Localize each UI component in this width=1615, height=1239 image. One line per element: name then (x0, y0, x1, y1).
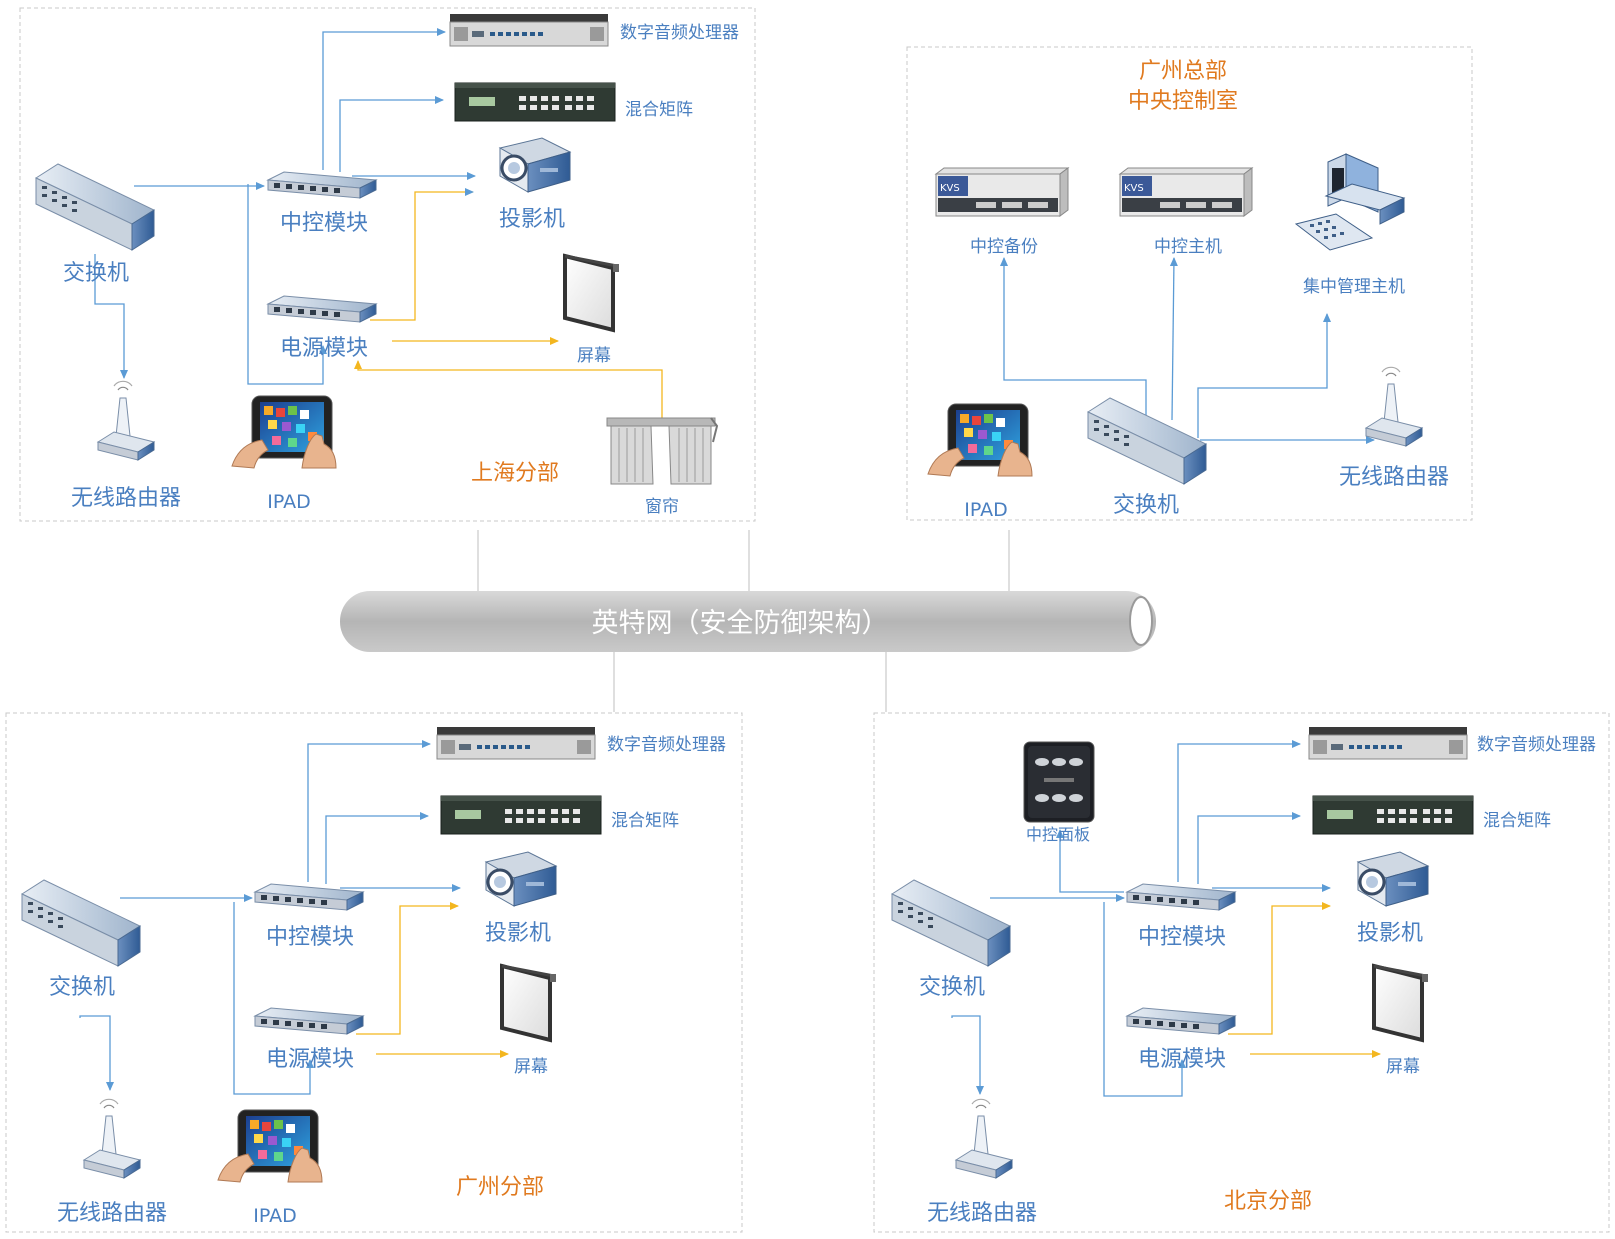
beijing-projector-icon (1356, 850, 1430, 908)
guangzhou-power-module-label: 电源模块 (266, 1047, 354, 1072)
guangzhou-projector-label: 投影机 (485, 921, 551, 946)
shanghai-router-icon (97, 380, 155, 461)
beijing-branch-panel (873, 712, 1610, 1233)
guangzhou-router-label: 无线路由器 (57, 1201, 167, 1226)
hq-title-line1: 广州总部 (1139, 59, 1227, 84)
shanghai-projector-icon (498, 136, 572, 194)
shanghai-router-label: 无线路由器 (71, 486, 181, 511)
guangzhou-matrix-label: 混合矩阵 (611, 811, 679, 831)
shanghai-branch-title: 上海分部 (471, 461, 559, 486)
beijing-switch-icon (891, 879, 1011, 967)
beijing-control-panel-icon (1023, 741, 1095, 823)
hq-host-label: 中控主机 (1154, 237, 1222, 257)
hq-kvs-brand-2: KVS (1124, 183, 1144, 194)
hq-ipad-label: IPAD (964, 499, 1007, 521)
guangzhou-screen-label: 屏幕 (514, 1057, 548, 1077)
beijing-router-label: 无线路由器 (927, 1201, 1037, 1226)
guangzhou-screen-icon (500, 964, 558, 1042)
shanghai-screen-icon (563, 254, 621, 332)
shanghai-dsp-label: 数字音频处理器 (620, 23, 739, 43)
shanghai-branch-panel (19, 7, 756, 522)
shanghai-curtain-icon (606, 417, 718, 485)
shanghai-matrix-icon (454, 82, 616, 122)
guangzhou-links (79, 740, 509, 1095)
hq-kvs-brand-1: KVS (940, 183, 960, 194)
hq-router-label: 无线路由器 (1339, 465, 1449, 490)
hq-title-line2: 中央控制室 (1128, 89, 1238, 114)
shanghai-curtain-label: 窗帘 (645, 497, 679, 517)
hq-router-icon (1365, 366, 1423, 447)
beijing-switch-label: 交换机 (919, 975, 985, 1000)
hq-mgmt-pc-icon (1295, 153, 1405, 251)
backbone-connectors (477, 530, 1010, 712)
guangzhou-router-icon (83, 1098, 141, 1179)
guangzhou-ipad-icon (217, 1109, 323, 1183)
hq-ipad-icon (927, 403, 1033, 477)
guangzhou-switch-label: 交换机 (49, 975, 115, 1000)
guangzhou-power-module-icon (254, 1007, 364, 1035)
beijing-screen-label: 屏幕 (1386, 1057, 1420, 1077)
beijing-links (951, 740, 1381, 1097)
beijing-dsp-icon (1308, 726, 1468, 760)
shanghai-ipad-label: IPAD (267, 491, 310, 513)
beijing-router-icon (955, 1098, 1013, 1179)
beijing-dsp-label: 数字音频处理器 (1477, 735, 1596, 755)
beijing-matrix-label: 混合矩阵 (1483, 811, 1551, 831)
guangzhou-dsp-icon (436, 726, 596, 760)
guangzhou-branch-title: 广州分部 (456, 1175, 544, 1200)
shanghai-projector-label: 投影机 (499, 207, 565, 232)
internet-backbone-pipe: 英特网（安全防御架构） (340, 591, 1156, 652)
guangzhou-ipad-label: IPAD (253, 1205, 296, 1227)
hq-links (1000, 257, 1375, 444)
shanghai-control-module-label: 中控模块 (280, 211, 368, 236)
shanghai-switch-label: 交换机 (63, 261, 129, 286)
shanghai-dsp-icon (449, 13, 609, 47)
guangzhou-projector-icon (484, 850, 558, 908)
guangzhou-control-module-label: 中控模块 (266, 925, 354, 950)
guangzhou-branch-panel (5, 712, 743, 1233)
hq-backup-label: 中控备份 (970, 237, 1038, 257)
guangzhou-matrix-icon (440, 795, 602, 835)
guangzhou-hq-panel (906, 46, 1473, 521)
beijing-power-module-label: 电源模块 (1138, 1047, 1226, 1072)
guangzhou-dsp-label: 数字音频处理器 (607, 735, 726, 755)
shanghai-links (94, 28, 663, 420)
shanghai-ipad-icon (231, 395, 337, 469)
beijing-branch-title: 北京分部 (1224, 1189, 1312, 1214)
beijing-matrix-icon (1312, 795, 1474, 835)
shanghai-switch-icon (35, 163, 155, 251)
hq-switch-label: 交换机 (1113, 493, 1179, 518)
shanghai-power-module-icon (267, 295, 377, 323)
shanghai-screen-label: 屏幕 (577, 346, 611, 366)
beijing-panel-label: 中控面板 (1026, 825, 1090, 844)
guangzhou-switch-icon (21, 879, 141, 967)
hq-switch-icon (1087, 397, 1207, 485)
beijing-projector-label: 投影机 (1357, 921, 1423, 946)
backbone-label: 英特网（安全防御架构） (592, 608, 889, 639)
hq-mgmt-label: 集中管理主机 (1303, 277, 1405, 297)
shanghai-matrix-label: 混合矩阵 (625, 100, 693, 120)
beijing-control-module-label: 中控模块 (1138, 925, 1226, 950)
beijing-screen-icon (1372, 964, 1430, 1042)
beijing-power-module-icon (1126, 1007, 1236, 1035)
shanghai-power-module-label: 电源模块 (280, 336, 368, 361)
